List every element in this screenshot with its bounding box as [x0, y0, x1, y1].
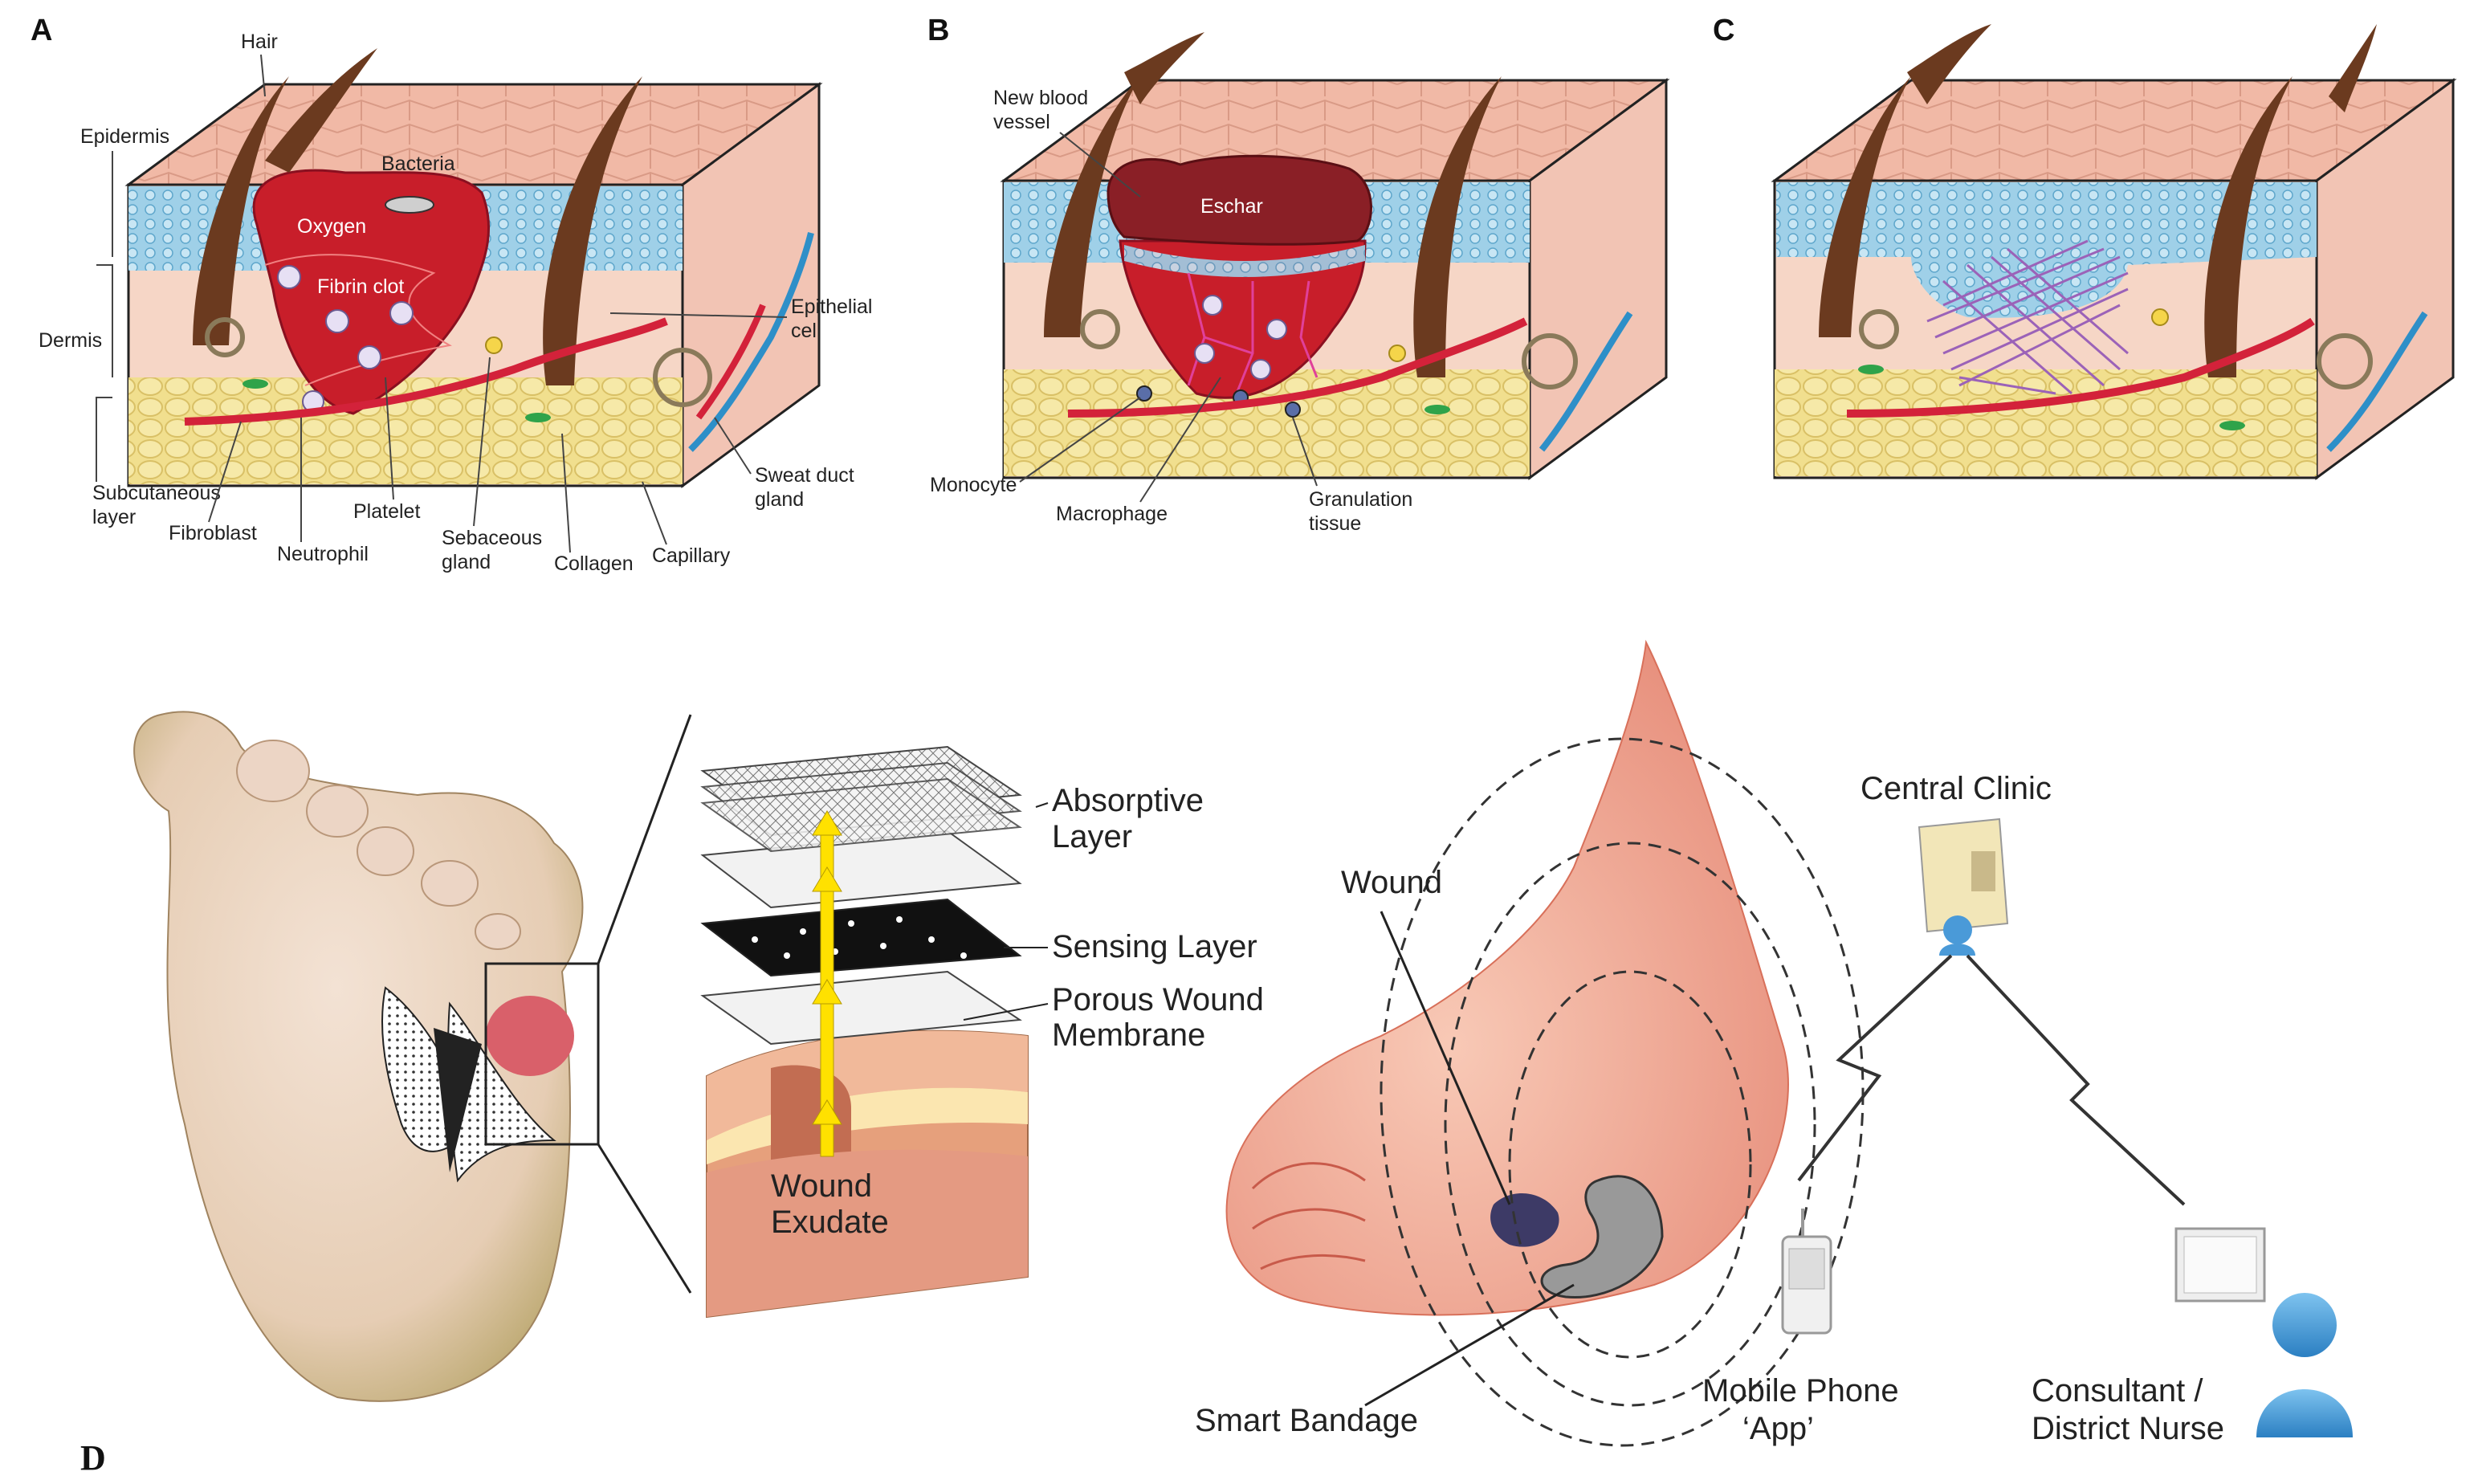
label-subcutaneous-line1: Subcutaneous — [92, 482, 221, 504]
consultant-computer-icon — [2174, 1227, 2266, 1303]
label-sebaceous-line2: gland — [442, 551, 491, 573]
label-subcutaneous-line2: layer — [92, 506, 136, 528]
label-consultant-line2: District Nurse — [2032, 1411, 2224, 1446]
label-bacteria: Bacteria — [381, 153, 455, 175]
label-monocyte: Monocyte — [930, 474, 1017, 496]
mobile-phone-icon — [1781, 1209, 1832, 1335]
label-granulation-line1: Granulation — [1309, 488, 1412, 511]
central-clinic-server — [1918, 817, 2009, 956]
panel-a-letter: A — [31, 14, 52, 47]
label-consultant-line1: Consultant / — [2032, 1373, 2203, 1409]
label-platelet: Platelet — [353, 500, 420, 523]
label-porous-line2: Membrane — [1052, 1017, 1205, 1053]
label-porous-line1: Porous Wound — [1052, 982, 1264, 1017]
panel-d-letter: D — [80, 1438, 106, 1478]
skin-block-b — [1000, 32, 1670, 480]
eschar-b — [1107, 154, 1372, 246]
labels-d-layers: Absorptive Layer Sensing Layer Porous Wo… — [771, 783, 1264, 1240]
label-oxygen: Oxygen — [297, 215, 366, 238]
foot-sole-illustration — [133, 711, 692, 1402]
skin-block-c — [1771, 24, 2457, 480]
labels-d-network: Wound Central Clinic Smart Bandage Mobil… — [1195, 771, 2224, 1446]
labels-a: Hair Epidermis Bacteria Oxygen Fibrin cl… — [39, 31, 872, 575]
label-sweat-line2: gland — [755, 488, 804, 511]
telemetry-network — [1781, 817, 2353, 1437]
label-macrophage: Macrophage — [1056, 503, 1168, 525]
signal-waves — [1380, 737, 1865, 1447]
label-smart-bandage: Smart Bandage — [1195, 1403, 1418, 1438]
panel-a: A — [31, 14, 872, 575]
label-absorptive-line2: Layer — [1052, 819, 1132, 854]
label-new-blood-line1: New blood — [993, 87, 1088, 109]
label-granulation-line2: tissue — [1309, 512, 1361, 535]
zoom-box — [484, 962, 600, 1146]
panel-c-letter: C — [1713, 14, 1734, 47]
label-mobile-line2: ‘App’ — [1742, 1411, 1814, 1446]
label-exudate-line1: Wound — [771, 1168, 872, 1204]
foot-ulcer — [486, 996, 574, 1076]
label-central-clinic: Central Clinic — [1861, 771, 2052, 806]
label-absorptive-line1: Absorptive — [1052, 783, 1204, 818]
label-fibroblast: Fibroblast — [169, 522, 257, 544]
label-eschar: Eschar — [1200, 195, 1263, 218]
collagen-fibers-c — [1926, 239, 2129, 395]
label-fibrin-clot: Fibrin clot — [317, 275, 404, 298]
label-epithelial-line1: Epithelial — [791, 296, 872, 318]
label-wound: Wound — [1341, 865, 1442, 900]
panel-c: C — [1713, 14, 2457, 480]
label-epithelial-line2: cell — [791, 320, 821, 342]
label-capillary: Capillary — [652, 544, 731, 567]
label-sensing-layer: Sensing Layer — [1052, 929, 1257, 964]
label-sweat-line1: Sweat duct — [755, 464, 854, 487]
skin-block-a — [124, 48, 823, 488]
panel-b: B — [927, 14, 1670, 535]
label-neutrophil: Neutrophil — [277, 543, 369, 565]
label-dermis: Dermis — [39, 329, 102, 352]
smart-bandage-device — [1540, 1175, 1664, 1299]
labels-b: New blood vessel Eschar Monocyte Macroph… — [930, 87, 1412, 535]
panel-b-letter: B — [927, 14, 949, 47]
foot-wound — [1490, 1193, 1559, 1247]
consultant-person-icon — [2256, 1293, 2353, 1437]
panel-d: D — [80, 639, 2353, 1478]
label-exudate-line2: Exudate — [771, 1205, 889, 1240]
label-mobile-line1: Mobile Phone — [1702, 1373, 1899, 1409]
hair-shaft-1 — [193, 76, 289, 345]
sensing-layer-sheet — [700, 898, 1022, 977]
label-new-blood-line2: vessel — [993, 111, 1050, 133]
granulation-tissue-b — [1119, 239, 1367, 399]
label-epidermis: Epidermis — [80, 125, 169, 148]
foot-side-illustration — [1225, 639, 1865, 1447]
label-hair: Hair — [241, 31, 278, 53]
exudate-arrow — [812, 810, 842, 1157]
hair-shaft-2 — [543, 76, 642, 385]
label-collagen: Collagen — [554, 552, 634, 575]
label-sebaceous-line1: Sebaceous — [442, 527, 542, 549]
smart-bandage-layers — [700, 745, 1049, 1319]
